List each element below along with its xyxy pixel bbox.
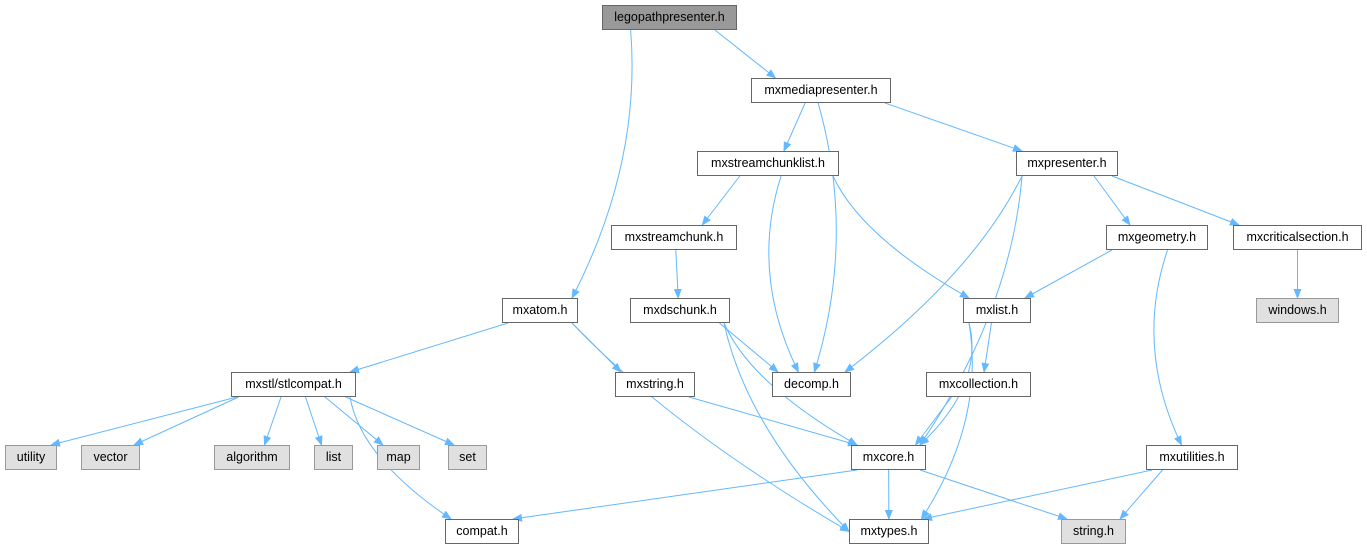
edge-mxgeometry-h-to-mxutilities-h xyxy=(1153,249,1182,446)
edge-mxmediapresenter-h-to-decomp-h xyxy=(813,102,837,373)
edge-mxutilities-h-to-string-h xyxy=(1119,469,1163,520)
edge-mxstreamchunklist-h-to-decomp-h xyxy=(768,175,799,373)
node-legopathpresenter-h[interactable]: legopathpresenter.h xyxy=(602,5,737,30)
node-vector[interactable]: vector xyxy=(81,445,140,470)
node-mxutilities-h[interactable]: mxutilities.h xyxy=(1146,445,1238,470)
edge-mxstl-stlcompat-h-to-set xyxy=(345,396,455,446)
edge-legopathpresenter-h-to-mxmediapresenter-h xyxy=(714,29,777,79)
node-set[interactable]: set xyxy=(448,445,487,470)
node-mxpresenter-h[interactable]: mxpresenter.h xyxy=(1016,151,1118,176)
edge-mxatom-h-to-mxtypes-h xyxy=(571,322,850,533)
edge-mxdschunk-h-to-decomp-h xyxy=(719,322,779,373)
node-mxstreamchunklist-h[interactable]: mxstreamchunklist.h xyxy=(697,151,839,176)
edge-mxpresenter-h-to-mxcriticalsection-h xyxy=(1111,175,1240,226)
node-algorithm[interactable]: algorithm xyxy=(214,445,290,470)
edge-mxutilities-h-to-mxtypes-h xyxy=(922,469,1153,522)
edge-mxgeometry-h-to-mxlist-h xyxy=(1024,249,1113,299)
edge-mxcore-h-to-compat-h xyxy=(512,469,858,522)
edge-mxstl-stlcompat-h-to-vector xyxy=(133,396,239,446)
node-mxgeometry-h[interactable]: mxgeometry.h xyxy=(1106,225,1208,250)
node-mxcriticalsection-h[interactable]: mxcriticalsection.h xyxy=(1233,225,1362,250)
edge-mxdschunk-h-to-mxcore-h xyxy=(723,322,858,446)
edge-legopathpresenter-h-to-mxatom-h xyxy=(571,29,633,299)
edge-mxlist-h-to-mxcollection-h xyxy=(981,322,992,373)
node-mxcore-h[interactable]: mxcore.h xyxy=(851,445,926,470)
edge-mxstl-stlcompat-h-to-list xyxy=(305,396,323,446)
edge-mxmediapresenter-h-to-mxstreamchunklist-h xyxy=(783,102,806,152)
edge-mxstreamchunk-h-to-mxdschunk-h xyxy=(673,249,682,299)
edge-mxpresenter-h-to-decomp-h xyxy=(844,175,1023,373)
node-mxdschunk-h[interactable]: mxdschunk.h xyxy=(630,298,730,323)
node-mxstl-stlcompat-h[interactable]: mxstl/stlcompat.h xyxy=(231,372,356,397)
node-mxlist-h[interactable]: mxlist.h xyxy=(963,298,1031,323)
node-decomp-h[interactable]: decomp.h xyxy=(772,372,851,397)
edge-mxmediapresenter-h-to-mxpresenter-h xyxy=(884,102,1023,152)
node-mxstring-h[interactable]: mxstring.h xyxy=(615,372,695,397)
node-list[interactable]: list xyxy=(314,445,353,470)
edge-mxcore-h-to-string-h xyxy=(919,469,1068,520)
node-utility[interactable]: utility xyxy=(5,445,57,470)
edge-mxpresenter-h-to-mxgeometry-h xyxy=(1093,175,1131,226)
node-string-h[interactable]: string.h xyxy=(1061,519,1126,544)
edge-mxstring-h-to-mxcore-h xyxy=(688,396,858,447)
node-mxmediapresenter-h[interactable]: mxmediapresenter.h xyxy=(751,78,891,103)
edge-mxstl-stlcompat-h-to-map xyxy=(324,396,384,446)
edge-mxdschunk-h-to-mxtypes-h xyxy=(723,322,850,533)
edge-mxstl-stlcompat-h-to-algorithm xyxy=(263,396,282,446)
node-mxcollection-h[interactable]: mxcollection.h xyxy=(926,372,1031,397)
node-windows-h[interactable]: windows.h xyxy=(1256,298,1339,323)
node-compat-h[interactable]: compat.h xyxy=(445,519,519,544)
edge-mxcollection-h-to-mxcore-h xyxy=(914,396,952,446)
edge-mxlist-h-to-mxtypes-h xyxy=(920,322,973,520)
edge-mxstl-stlcompat-h-to-utility xyxy=(50,396,238,447)
node-mxstreamchunk-h[interactable]: mxstreamchunk.h xyxy=(611,225,737,250)
node-mxtypes-h[interactable]: mxtypes.h xyxy=(849,519,929,544)
node-mxatom-h[interactable]: mxatom.h xyxy=(502,298,578,323)
node-map[interactable]: map xyxy=(377,445,420,470)
edge-mxatom-h-to-mxstl-stlcompat-h xyxy=(349,322,509,374)
edge-mxstreamchunklist-h-to-mxstreamchunk-h xyxy=(701,175,741,226)
